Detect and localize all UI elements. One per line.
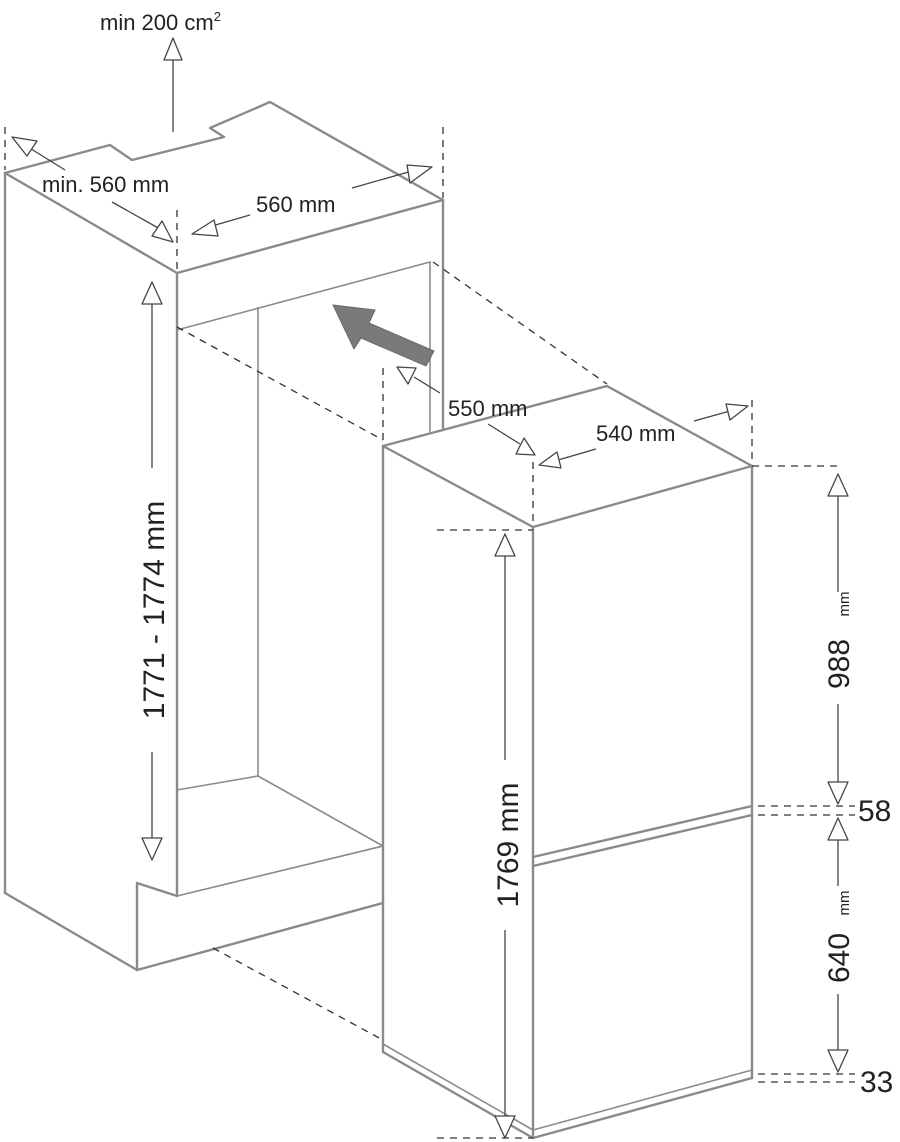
arrowhead-icon bbox=[163, 37, 183, 61]
gap-label: 58 bbox=[858, 795, 891, 828]
arrowhead-icon bbox=[396, 366, 417, 385]
arrowhead-icon bbox=[827, 817, 849, 841]
appliance-height-label: 1769 mm bbox=[492, 782, 525, 907]
lower-door-unit: mm bbox=[836, 891, 853, 916]
appliance-width-label: 540 mm bbox=[596, 421, 675, 446]
dimension-lines bbox=[11, 37, 849, 1139]
upper-door-unit: mm bbox=[836, 592, 853, 617]
arrowhead-icon bbox=[725, 403, 749, 421]
lower-door-label: 640 bbox=[823, 933, 856, 983]
guide-lines bbox=[4, 127, 855, 1139]
arrowhead-icon bbox=[827, 1049, 849, 1073]
arrowhead-icon bbox=[515, 437, 536, 456]
niche-height-label: 1771 - 1774 mm bbox=[138, 501, 171, 719]
appliance bbox=[381, 384, 754, 1140]
appliance-depth-label: 550 mm bbox=[448, 396, 527, 421]
arrowhead-icon bbox=[141, 281, 163, 305]
vent-label: min 200 cm2 bbox=[100, 9, 221, 35]
arrowhead-icon bbox=[191, 219, 219, 237]
dimension-labels: min 200 cm2 min. 560 mm 560 mm 1771 - 17… bbox=[42, 9, 893, 1099]
niche-width-label: 560 mm bbox=[256, 192, 335, 217]
arrowhead-icon bbox=[11, 136, 38, 157]
arrowhead-icon bbox=[141, 837, 163, 861]
insert-arrow-icon bbox=[332, 304, 435, 367]
arrowhead-icon bbox=[151, 220, 174, 243]
arrowhead-icon bbox=[538, 451, 562, 469]
arrowhead-icon bbox=[406, 164, 433, 184]
arrowhead-icon bbox=[827, 781, 849, 805]
arrowhead-icon bbox=[494, 1115, 516, 1139]
arrowhead-icon bbox=[494, 533, 516, 557]
upper-door-label: 988 bbox=[823, 639, 856, 689]
bottom-label: 33 bbox=[860, 1066, 893, 1099]
cabinet-niche bbox=[3, 100, 445, 972]
arrowhead-icon bbox=[827, 473, 849, 497]
niche-depth-label: min. 560 mm bbox=[42, 172, 169, 197]
